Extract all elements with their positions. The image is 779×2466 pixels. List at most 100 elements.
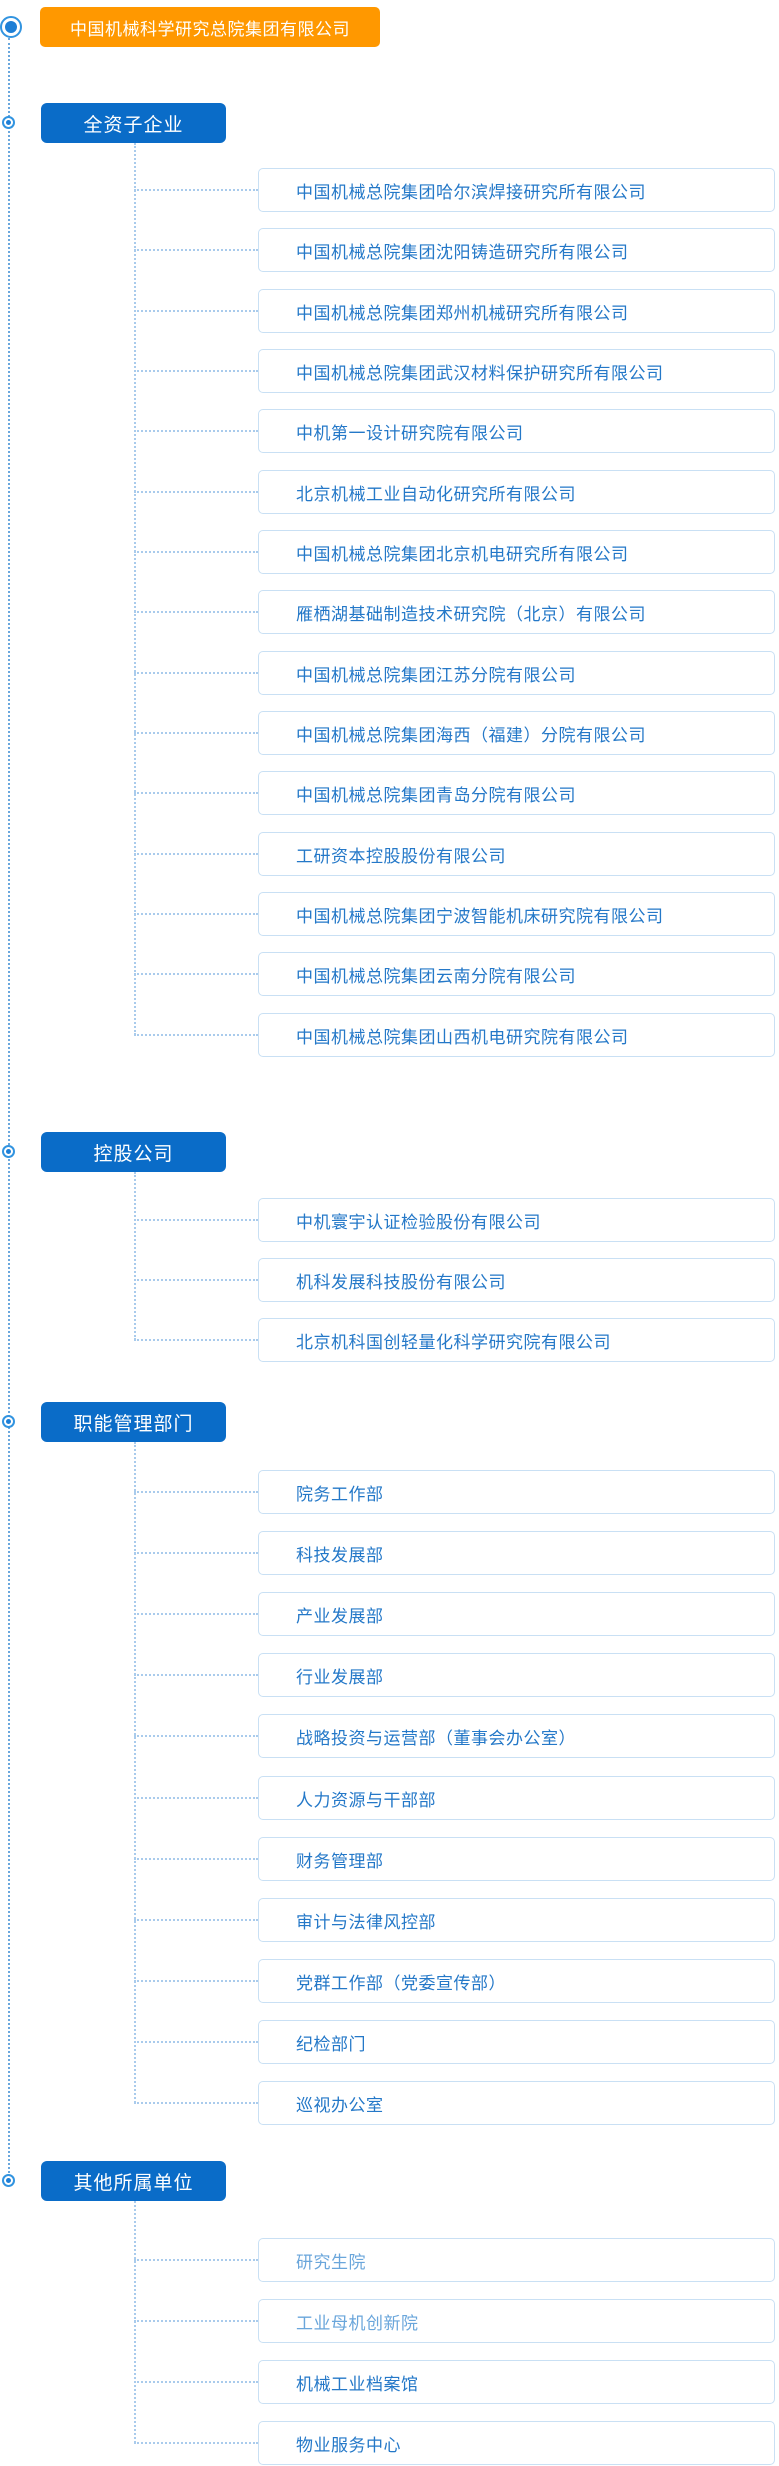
section-header[interactable]: 其他所属单位 [41,2161,226,2201]
org-item[interactable]: 研究生院 [258,2238,775,2282]
item-connector-line [134,1735,258,1737]
org-item-label: 物业服务中心 [296,2435,401,2455]
item-connector-line [134,430,258,432]
org-item-label: 中国机械总院集团海西（福建）分院有限公司 [296,725,646,745]
section-bullet-icon[interactable] [2,116,15,129]
org-item-label: 机科发展科技股份有限公司 [296,1272,506,1292]
org-item-label: 雁栖湖基础制造技术研究院（北京）有限公司 [296,604,646,624]
item-connector-line [134,1339,258,1341]
org-item-label: 工业母机创新院 [296,2313,419,2333]
org-item[interactable]: 中机寰宇认证检验股份有限公司 [258,1198,775,1242]
item-connector-line [134,2442,258,2444]
org-item[interactable]: 科技发展部 [258,1531,775,1575]
item-connector-line [134,551,258,553]
item-connector-line [134,2259,258,2261]
org-item-label: 研究生院 [296,2252,366,2272]
org-item[interactable]: 中国机械总院集团青岛分院有限公司 [258,771,775,815]
org-item-label: 院务工作部 [296,1484,384,1504]
org-item[interactable]: 院务工作部 [258,1470,775,1514]
section-header-label: 职能管理部门 [73,1413,194,1435]
org-item[interactable]: 中国机械总院集团哈尔滨焊接研究所有限公司 [258,168,775,212]
org-item[interactable]: 中机第一设计研究院有限公司 [258,409,775,453]
org-item-label: 中国机械总院集团宁波智能机床研究院有限公司 [296,906,664,926]
org-item[interactable]: 中国机械总院集团北京机电研究所有限公司 [258,530,775,574]
org-item[interactable]: 机械工业档案馆 [258,2360,775,2404]
org-item[interactable]: 中国机械总院集团宁波智能机床研究院有限公司 [258,892,775,936]
org-item[interactable]: 战略投资与运营部（董事会办公室） [258,1714,775,1758]
org-item-label: 科技发展部 [296,1545,384,1565]
section-bullet-icon[interactable] [2,1145,15,1158]
org-item-label: 中国机械总院集团江苏分院有限公司 [296,665,576,685]
item-connector-line [134,1491,258,1493]
org-item-label: 北京机科国创轻量化科学研究院有限公司 [296,1332,611,1352]
item-connector-line [134,611,258,613]
org-item[interactable]: 北京机械工业自动化研究所有限公司 [258,470,775,514]
org-item[interactable]: 财务管理部 [258,1837,775,1881]
section-header[interactable]: 职能管理部门 [41,1402,226,1442]
section-bullet-icon[interactable] [2,2174,15,2187]
root-node[interactable]: 中国机械科学研究总院集团有限公司 [40,7,380,47]
org-item[interactable]: 北京机科国创轻量化科学研究院有限公司 [258,1318,775,1362]
org-item-label: 财务管理部 [296,1851,384,1871]
item-connector-line [134,1797,258,1799]
org-item[interactable]: 审计与法律风控部 [258,1898,775,1942]
main-tree-line [8,38,10,2181]
item-connector-line [134,249,258,251]
org-item-label: 中国机械总院集团沈阳铸造研究所有限公司 [296,242,629,262]
org-item[interactable]: 中国机械总院集团海西（福建）分院有限公司 [258,711,775,755]
item-connector-line [134,189,258,191]
root-bullet-icon[interactable] [0,16,22,38]
item-connector-line [134,973,258,975]
item-connector-line [134,913,258,915]
item-connector-line [134,491,258,493]
org-item-label: 中国机械总院集团青岛分院有限公司 [296,785,576,805]
org-item[interactable]: 产业发展部 [258,1592,775,1636]
section-header[interactable]: 控股公司 [41,1132,226,1172]
org-item-label: 产业发展部 [296,1606,384,1626]
org-item[interactable]: 人力资源与干部部 [258,1776,775,1820]
item-connector-line [134,1674,258,1676]
org-item[interactable]: 工业母机创新院 [258,2299,775,2343]
section-header-label: 控股公司 [93,1143,174,1165]
org-item-label: 中国机械总院集团郑州机械研究所有限公司 [296,303,629,323]
org-item[interactable]: 机科发展科技股份有限公司 [258,1258,775,1302]
org-item-label: 党群工作部（党委宣传部） [296,1973,506,1993]
org-item[interactable]: 中国机械总院集团山西机电研究院有限公司 [258,1013,775,1057]
item-connector-line [134,792,258,794]
org-item[interactable]: 物业服务中心 [258,2421,775,2465]
section-header-label: 其他所属单位 [73,2172,194,2194]
org-item[interactable]: 工研资本控股股份有限公司 [258,832,775,876]
item-connector-line [134,1552,258,1554]
org-item[interactable]: 中国机械总院集团江苏分院有限公司 [258,651,775,695]
item-connector-line [134,310,258,312]
section-header[interactable]: 全资子企业 [41,103,226,143]
section-header-label: 全资子企业 [83,114,184,136]
org-item[interactable]: 中国机械总院集团武汉材料保护研究所有限公司 [258,349,775,393]
org-item[interactable]: 纪检部门 [258,2020,775,2064]
section-branch-line [134,143,136,1035]
org-item[interactable]: 党群工作部（党委宣传部） [258,1959,775,2003]
item-connector-line [134,1980,258,1982]
org-item[interactable]: 行业发展部 [258,1653,775,1697]
org-item[interactable]: 中国机械总院集团郑州机械研究所有限公司 [258,289,775,333]
item-connector-line [134,2102,258,2104]
section-bullet-icon[interactable] [2,1415,15,1428]
org-item[interactable]: 中国机械总院集团云南分院有限公司 [258,952,775,996]
root-node-label: 中国机械科学研究总院集团有限公司 [70,19,350,39]
org-item-label: 中国机械总院集团北京机电研究所有限公司 [296,544,629,564]
item-connector-line [134,732,258,734]
org-item[interactable]: 巡视办公室 [258,2081,775,2125]
org-item-label: 审计与法律风控部 [296,1912,436,1932]
org-item[interactable]: 中国机械总院集团沈阳铸造研究所有限公司 [258,228,775,272]
item-connector-line [134,1613,258,1615]
item-connector-line [134,370,258,372]
org-item-label: 中国机械总院集团云南分院有限公司 [296,966,576,986]
org-item-label: 人力资源与干部部 [296,1790,436,1810]
org-item[interactable]: 雁栖湖基础制造技术研究院（北京）有限公司 [258,590,775,634]
item-connector-line [134,1219,258,1221]
org-item-label: 工研资本控股股份有限公司 [296,846,506,866]
item-connector-line [134,1279,258,1281]
org-item-label: 北京机械工业自动化研究所有限公司 [296,484,576,504]
org-item-label: 中国机械总院集团武汉材料保护研究所有限公司 [296,363,664,383]
